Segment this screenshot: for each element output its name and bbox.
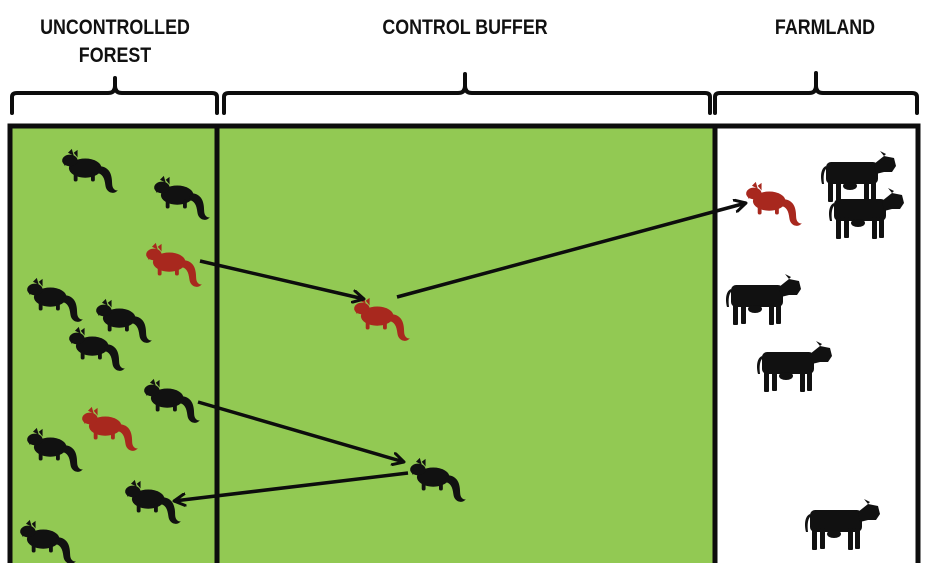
farmland-zone [715,126,918,563]
farmland-brace [715,73,917,113]
forest-brace [12,78,217,113]
buffer-brace [224,74,710,113]
control-buffer-zone [217,126,715,563]
